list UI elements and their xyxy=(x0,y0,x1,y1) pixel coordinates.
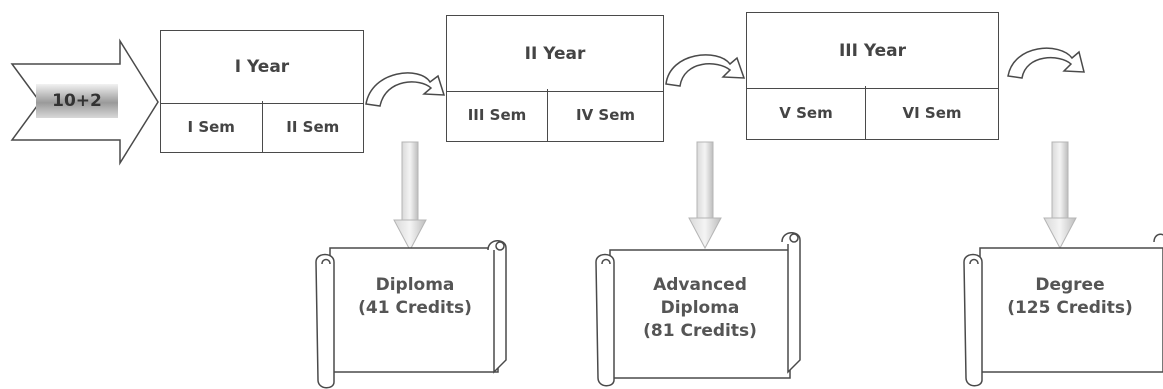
curved-arrow-1 xyxy=(365,72,446,107)
down-arrow-1 xyxy=(393,141,427,252)
sem-label: I Sem xyxy=(187,117,235,136)
curved-arrow-3 xyxy=(1007,47,1085,79)
award-diploma: Diploma (41 Credits) xyxy=(340,262,490,332)
award-advanced-diploma: Advanced Diploma (81 Credits) xyxy=(620,262,780,354)
award-line: Diploma xyxy=(660,297,740,318)
award-line: Degree xyxy=(1035,275,1105,295)
sem-label: III Sem xyxy=(467,106,527,124)
year-title: II Year xyxy=(447,16,663,92)
scroll-diploma xyxy=(315,240,507,389)
scroll-advanced-diploma xyxy=(595,232,801,387)
award-line: (81 Credits) xyxy=(643,320,757,341)
year-box-1: I Year I Sem II Sem xyxy=(160,30,364,153)
down-arrow-3 xyxy=(1043,141,1077,250)
award-line: Advanced xyxy=(653,274,747,295)
scroll-degree xyxy=(963,233,1163,387)
curved-arrow-2 xyxy=(665,54,746,87)
year-box-2: II Year III Sem IV Sem xyxy=(446,15,664,142)
award-line: (125 Credits) xyxy=(1007,298,1133,318)
sem-label: IV Sem xyxy=(547,89,663,141)
award-line: Diploma xyxy=(375,275,455,295)
down-arrow-2 xyxy=(688,141,722,250)
year-title: III Year xyxy=(747,13,998,89)
award-degree: Degree (125 Credits) xyxy=(990,262,1150,332)
start-label-10-plus-2: 10+2 xyxy=(36,84,118,118)
award-line: (41 Credits) xyxy=(358,298,472,318)
sem-label: VI Sem xyxy=(865,86,998,139)
sem-label: V Sem xyxy=(779,103,833,122)
year-box-3: III Year V Sem VI Sem xyxy=(746,12,999,140)
sem-label: II Sem xyxy=(261,101,364,152)
year-title: I Year xyxy=(161,31,363,104)
